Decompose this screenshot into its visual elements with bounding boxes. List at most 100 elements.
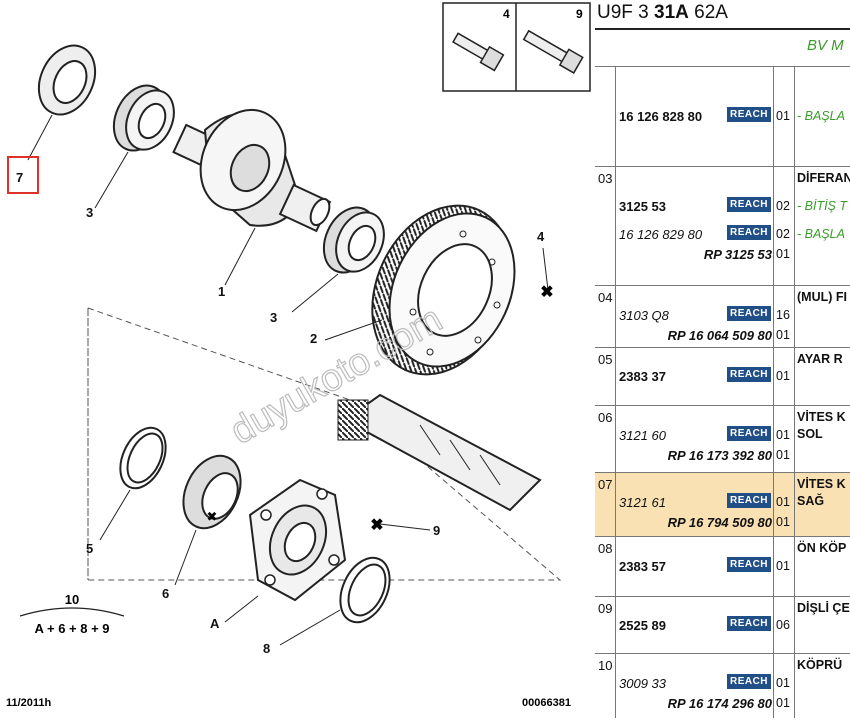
row-position: 10	[598, 658, 613, 673]
part-A-flange[interactable]	[248, 478, 347, 602]
callout-3-left[interactable]: 3	[86, 205, 93, 220]
diagram-doc-number: 00066381	[522, 697, 571, 709]
callout-1[interactable]: 1	[218, 284, 225, 299]
parts-row-06[interactable]: 06 VİTES K SOL 3121 60 REACH 01 RP 16 173 392 …	[595, 405, 850, 472]
replacement-part-reference[interactable]: RP 3125 53	[703, 247, 772, 262]
callout-A[interactable]: A	[210, 616, 220, 631]
callout-9[interactable]: 9	[433, 523, 440, 538]
quantity: 01	[776, 109, 790, 123]
callout-2[interactable]: 2	[310, 331, 317, 346]
kit-number[interactable]: 10	[65, 592, 79, 607]
part-reference[interactable]: 3121 61	[619, 495, 666, 510]
replacement-part-reference[interactable]: RP 16 173 392 80	[667, 448, 772, 463]
bolt-box: 4 9	[442, 2, 591, 92]
part-reference[interactable]: 3103 Q8	[619, 308, 669, 323]
quantity: 06	[776, 618, 790, 632]
row-title: (MUL) FI	[797, 290, 847, 304]
vehicle-code: U9F 3 31A 62A	[597, 2, 728, 24]
part-reference[interactable]: 2383 37	[619, 369, 666, 384]
line-description: - BAŞLA	[797, 109, 845, 123]
vehicle-code-prefix: U9F 3	[597, 2, 655, 23]
row-title: VİTES K	[797, 477, 846, 491]
part-1-differential-housing[interactable]	[172, 96, 334, 233]
kit-formula: A + 6 + 8 + 9	[34, 621, 109, 636]
callout-8[interactable]: 8	[263, 641, 270, 656]
callout-4[interactable]: 4	[537, 229, 545, 244]
quantity: 01	[776, 676, 790, 690]
row-position: 09	[598, 601, 613, 616]
replacement-part-reference[interactable]: RP 16 064 509 80	[667, 328, 772, 343]
svg-text:✖: ✖	[370, 517, 383, 534]
replacement-part-reference[interactable]: RP 16 174 296 80	[667, 696, 772, 711]
svg-text:✖: ✖	[207, 509, 218, 524]
diagram-date: 11/2011h	[6, 697, 52, 709]
part-reference[interactable]: 16 126 828 80	[619, 109, 703, 124]
row-position: 05	[598, 352, 613, 367]
reach-badge: REACH	[727, 107, 771, 122]
pinion-shaft	[337, 393, 542, 512]
reach-badge: REACH	[727, 225, 771, 240]
part-8-oring[interactable]	[331, 550, 400, 630]
quantity: 01	[776, 428, 790, 442]
quantity: 01	[776, 247, 790, 261]
row-title: KÖPRÜ	[797, 658, 843, 672]
reach-badge: REACH	[727, 367, 771, 382]
line-description: - BAŞLA	[797, 227, 845, 241]
part-reference[interactable]: 16 126 829 80	[619, 227, 703, 242]
row-position: 07	[598, 477, 613, 492]
part-6-seal[interactable]: ✖	[172, 447, 251, 538]
row-position: 06	[598, 410, 613, 425]
part-2-crown-gear[interactable]	[346, 183, 538, 397]
row-title-2: SOL	[797, 427, 823, 441]
reach-badge: REACH	[727, 616, 771, 631]
vehicle-code-bold: 31A	[654, 2, 689, 23]
reach-badge: REACH	[727, 306, 771, 321]
quantity: 01	[776, 448, 790, 462]
callout-3-right[interactable]: 3	[270, 310, 277, 325]
svg-text:✖: ✖	[540, 284, 553, 301]
row-position: 03	[598, 171, 613, 186]
replacement-part-reference[interactable]: RP 16 794 509 80	[667, 515, 772, 530]
exploded-parts-diagram: ✖ ✖ ✖ 7	[6, 2, 591, 709]
quantity: 01	[776, 328, 790, 342]
bolt-icon-4	[452, 32, 505, 72]
quantity: 01	[776, 515, 790, 529]
quantity: 01	[776, 495, 790, 509]
part-3-bearing-right[interactable]	[314, 199, 393, 281]
quantity: 01	[776, 696, 790, 710]
bolt-box-label-9: 9	[576, 7, 583, 21]
part-reference[interactable]: 3009 33	[619, 676, 666, 691]
row-title-2: SAĞ	[797, 494, 825, 508]
row-title: VİTES K	[797, 410, 846, 424]
row-title: ÖN KÖP	[797, 541, 847, 555]
row-title: DİFERAN	[797, 171, 850, 185]
parts-row-header[interactable]: 16 126 828 80 REACH 01 - BAŞLA	[595, 66, 850, 166]
part-reference[interactable]: 3125 53	[619, 199, 666, 214]
reach-badge: REACH	[727, 426, 771, 441]
row-title: AYAR R	[797, 352, 843, 366]
parts-row-10[interactable]: 10 KÖPRÜ 3009 33 REACH 01 RP 16 174 296 80 01	[595, 653, 850, 718]
row-position: 08	[598, 541, 613, 556]
section-title: BV M	[807, 37, 844, 54]
line-description: - BİTİŞ T	[797, 199, 847, 213]
part-reference[interactable]: 3121 60	[619, 428, 666, 443]
part-reference[interactable]: 2383 57	[619, 559, 666, 574]
part-7-seal[interactable]	[28, 36, 106, 123]
row-title: DİŞLİ ÇE	[797, 601, 850, 615]
parts-row-07[interactable]: 07 VİTES K SAĞ 3121 61 REACH 01 RP 16 794 509 …	[595, 472, 850, 536]
parts-row-09[interactable]: 09 DİŞLİ ÇE 2525 89 REACH 06	[595, 596, 850, 653]
callout-5[interactable]: 5	[86, 541, 93, 556]
part-3-bearing-left[interactable]	[104, 77, 183, 159]
reach-badge: REACH	[727, 674, 771, 689]
part-reference[interactable]: 2525 89	[619, 618, 666, 633]
reach-badge: REACH	[727, 557, 771, 572]
part-5-shim[interactable]	[111, 421, 174, 496]
callout-6[interactable]: 6	[162, 586, 169, 601]
callout-7[interactable]: 7	[16, 170, 23, 185]
reach-badge: REACH	[727, 493, 771, 508]
